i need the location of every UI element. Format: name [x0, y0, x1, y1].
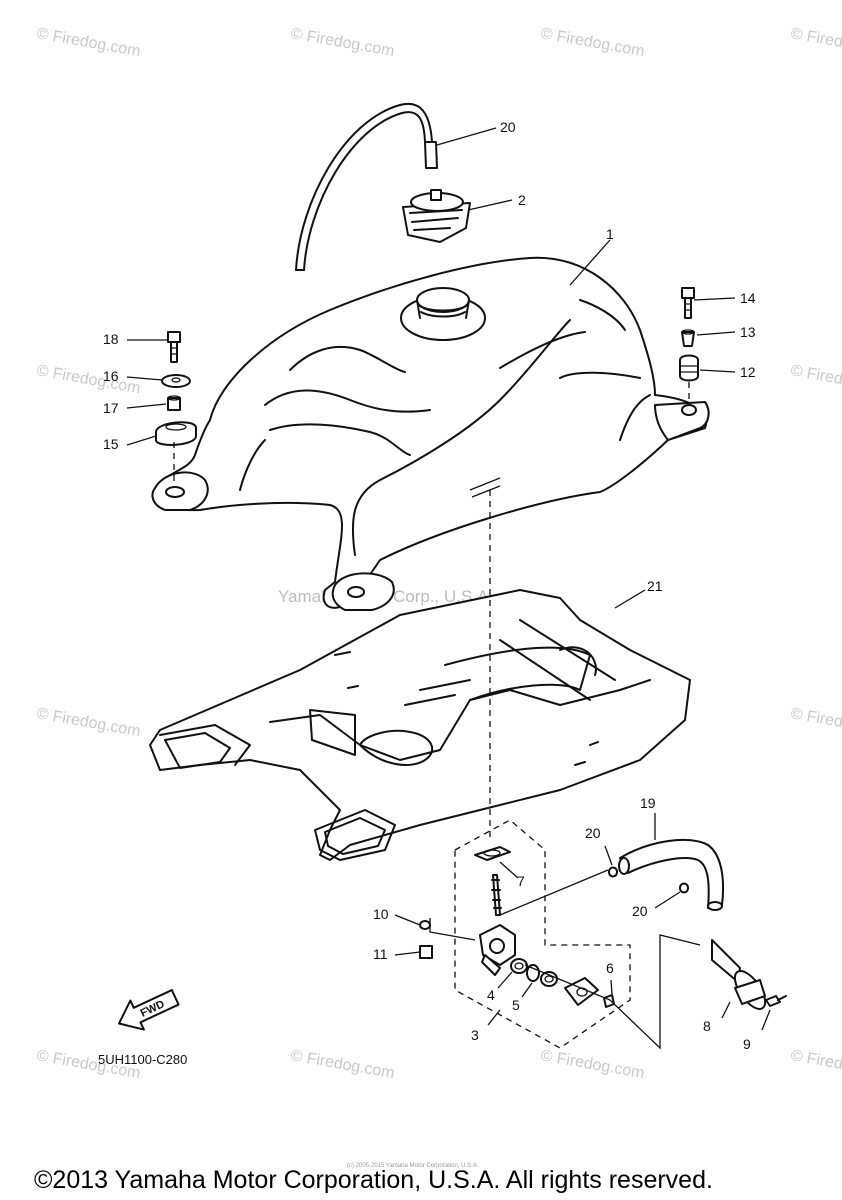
callout-20-upper: 20 [585, 825, 601, 841]
callout-7: 7 [517, 873, 525, 889]
watermark-firedog: © Firedog.com [789, 362, 842, 397]
part-6-screw [603, 994, 615, 1008]
leader-lines [126, 127, 771, 1050]
watermark-firedog: © Firedog.com [789, 705, 842, 740]
part-3-fuel-cock [479, 874, 516, 976]
part-4-seal [540, 971, 558, 987]
callout-10: 10 [373, 906, 389, 922]
part-7-gasket [474, 846, 511, 861]
part-18-bolt [167, 331, 181, 363]
callout-1: 1 [606, 226, 614, 242]
callout-8: 8 [703, 1018, 711, 1034]
part-16-washer [161, 374, 191, 388]
callout-2: 2 [518, 192, 526, 208]
watermark-firedog: © Firedog.com [539, 25, 646, 60]
watermark-firedog: © Firedog.com [789, 25, 842, 60]
callout-18: 18 [103, 331, 119, 347]
watermark-firedog: © Firedog.com [789, 1047, 842, 1082]
part-5-filter-disc [526, 964, 540, 982]
watermark-firedog: © Firedog.com [289, 1047, 396, 1082]
watermark-firedog: © Firedog.com [35, 362, 142, 397]
fwd-arrow-icon: FWD [117, 989, 180, 1031]
part-2-fuel-cap [402, 189, 471, 243]
copyright-footer: ©2013 Yamaha Motor Corporation, U.S.A. A… [34, 1166, 713, 1194]
part-8-lever [711, 939, 767, 1010]
callout-5: 5 [512, 997, 520, 1013]
callout-3: 3 [471, 1027, 479, 1043]
part-11-screw [419, 945, 433, 959]
part-13-collar [681, 329, 695, 347]
callout-6: 6 [606, 960, 614, 976]
watermark-firedog: © Firedog.com [35, 705, 142, 740]
callout-labels: 20 2 1 14 13 12 18 16 17 15 21 7 10 11 4… [103, 119, 756, 1052]
part-3-lever-plate [564, 977, 599, 1006]
part-22-tank-tray [149, 589, 691, 861]
part-4-o-ring [510, 958, 528, 974]
callout-21: 20 [500, 119, 516, 135]
callout-22: 21 [647, 578, 663, 594]
callout-17: 17 [103, 400, 119, 416]
callout-20-lower: 20 [632, 903, 648, 919]
part-9-screw [765, 995, 787, 1007]
part-1-fuel-tank [151, 256, 710, 611]
part-21-vent-hose [295, 102, 438, 271]
watermark-firedog: © Firedog.com [35, 25, 142, 60]
part-20-hose-clip [679, 882, 689, 894]
part-17-collar [167, 395, 181, 411]
watermark-firedog: © Firedog.com [289, 25, 396, 60]
part-19-fuel-hose [618, 838, 725, 911]
part-14-bolt [681, 287, 695, 319]
callout-9: 9 [743, 1036, 751, 1052]
callout-12: 12 [740, 364, 756, 380]
part-10-washer [419, 920, 431, 930]
callout-14: 14 [740, 290, 756, 306]
watermark-layer: © Firedog.com © Firedog.com © Firedog.co… [35, 25, 842, 1082]
watermark-firedog: © Firedog.com [539, 1047, 646, 1082]
callout-19: 19 [640, 795, 656, 811]
tiny-watermark: (c) 2005-2015 Yamaha Motor Corporation, … [347, 1163, 479, 1169]
callout-15: 15 [103, 436, 119, 452]
part-12-grommet [679, 354, 699, 382]
callout-11: 11 [373, 946, 388, 962]
assembly-group-box [454, 819, 631, 1049]
part-20-hose-clip [608, 866, 618, 878]
callout-16: 16 [103, 368, 119, 384]
callout-4: 4 [487, 987, 495, 1003]
part-15-grommet [155, 421, 197, 446]
diagram-code: 5UH1100-C280 [98, 1052, 187, 1067]
callout-13: 13 [740, 324, 756, 340]
